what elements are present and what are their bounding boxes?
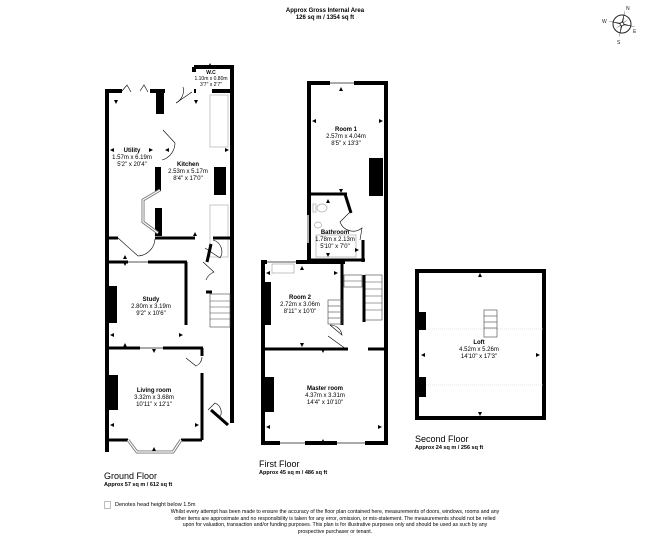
room-label-wc: W.C 1.10m x 0.80m 3'7" x 2'7": [194, 70, 228, 88]
room-label-room-2: Room 2 2.72m x 3.06m 8'11" x 10'0": [280, 295, 320, 315]
head-height-box-icon: [104, 501, 111, 509]
room-label-bathroom: Bathroom 1.78m x 2.13m 5'10" x 7'0": [315, 230, 355, 250]
svg-text:W: W: [602, 19, 607, 25]
svg-text:S: S: [617, 40, 621, 46]
second-floor-area: Approx 24 sq m / 256 sq ft: [415, 445, 484, 451]
first-floor-plan: [261, 81, 388, 445]
ground-floor-area: Approx 57 sq m / 612 sq ft: [104, 482, 173, 488]
room-label-master-room: Master room 4.37m x 3.31m 14'4" x 10'10": [305, 386, 345, 406]
svg-text:N: N: [626, 6, 630, 12]
first-floor-area: Approx 45 sq m / 486 sq ft: [259, 470, 328, 476]
gross-area-value: 126 sq m / 1354 sq ft: [295, 15, 355, 21]
ground-floor-title: Ground Floor: [104, 471, 158, 481]
second-floor-plan: [415, 269, 546, 420]
svg-text:E: E: [633, 29, 637, 35]
first-floor-title: First Floor: [259, 459, 300, 469]
head-height-legend: Denotes head height below 1.5m: [104, 501, 195, 509]
gross-area-header: Approx Gross Internal Area 126 sq m / 13…: [0, 8, 650, 22]
room-label-living-room: Living room 3.32m x 3.68m 10'11" x 12'1": [134, 388, 174, 408]
disclaimer-text: Whilst every attempt has been made to en…: [170, 509, 500, 535]
legend-text: Denotes head height below 1.5m: [115, 501, 196, 508]
room-label-room-1: Room 1 2.57m x 4.04m 8'5" x 13'3": [326, 127, 366, 147]
gross-area-title: Approx Gross Internal Area: [285, 8, 365, 14]
room-label-utility: Utility 1.57m x 6.19m 5'2" x 20'4": [112, 148, 152, 168]
room-label-kitchen: Kitchen 2.53m x 5.17m 8'4" x 17'0": [168, 162, 208, 182]
compass-rose-icon: N E S W: [602, 6, 637, 46]
second-floor-title: Second Floor: [415, 434, 469, 444]
ground-floor-plan: [105, 63, 234, 454]
room-label-study: Study 2.80m x 3.19m 9'2" x 10'6": [131, 297, 171, 317]
room-label-loft: Loft 4.52m x 5.26m 14'10" x 17'3": [459, 340, 499, 360]
